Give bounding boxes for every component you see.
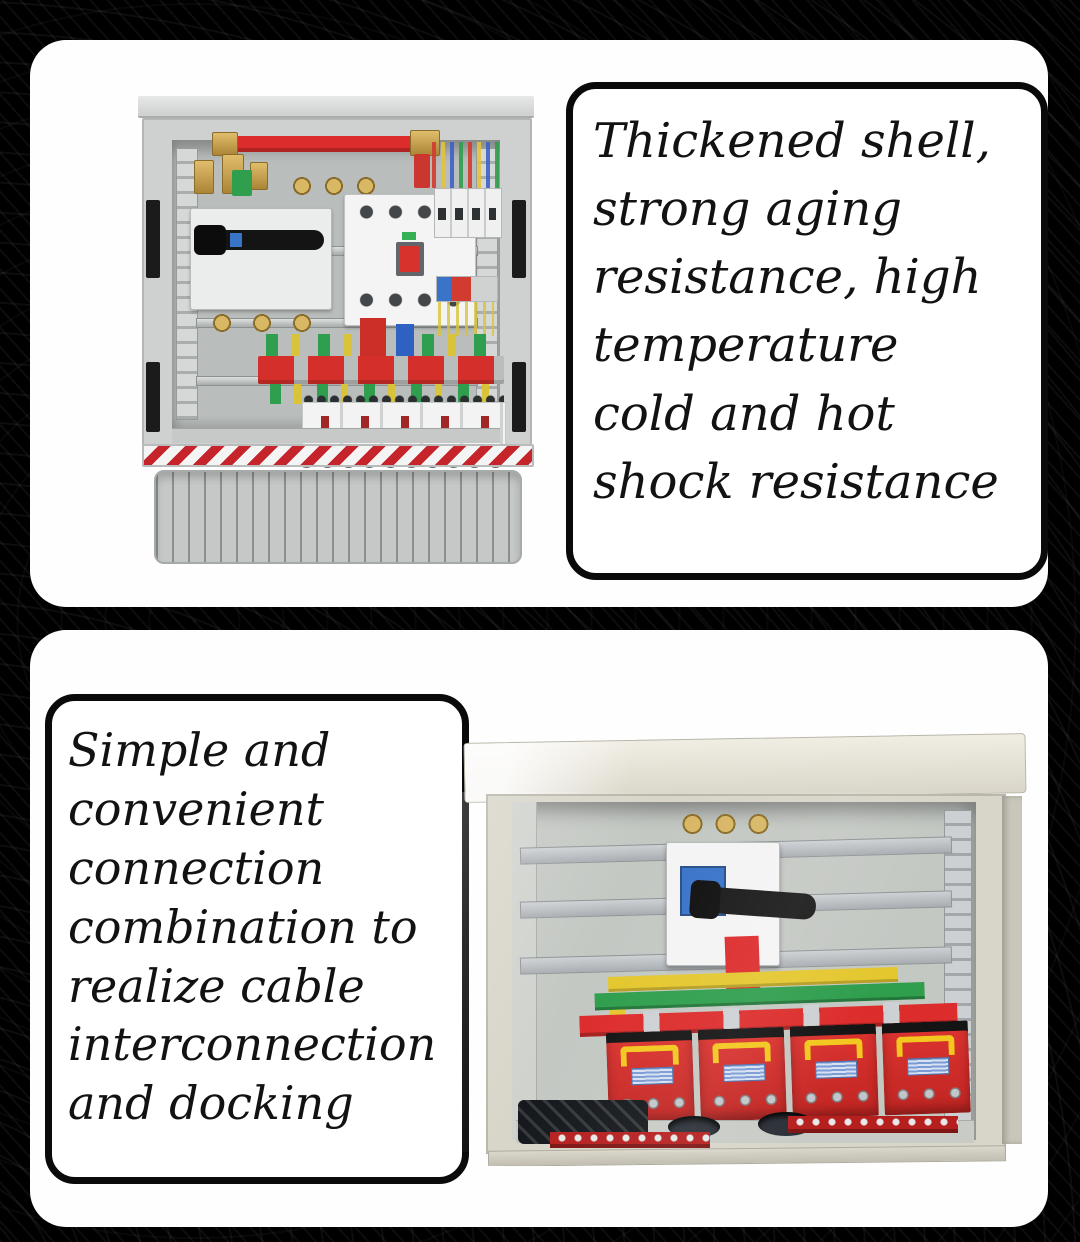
terminal-strip (788, 1116, 958, 1133)
wiring-harness (432, 142, 502, 188)
top-caption-text: Thickened shell, strong aging resistance… (593, 113, 999, 510)
breaker-red-button (396, 242, 424, 276)
terminal-strip (550, 1132, 710, 1148)
copper-terminal (212, 132, 238, 156)
copper-lug (194, 160, 214, 194)
top-panel: Thickened shell, strong aging resistance… (30, 40, 1048, 607)
green-connector (232, 170, 252, 196)
terminal-blocks-row (258, 356, 504, 384)
yellow-wires (438, 302, 494, 336)
bottom-cabinet-photo (458, 696, 1044, 1166)
door-hinge (146, 200, 160, 278)
red-busbar (230, 136, 416, 152)
top-cabinet-photo (138, 96, 534, 571)
busbar-assembly (458, 696, 1044, 1166)
breaker-indicator (402, 232, 416, 240)
top-caption-box: Thickened shell, strong aging resistance… (566, 82, 1048, 580)
red-connector (360, 318, 386, 358)
switch-handle (194, 225, 324, 255)
switch-terminals (676, 804, 772, 844)
red-connector (414, 154, 430, 188)
fuse-module (697, 1026, 787, 1122)
cabinet-side-wall (1002, 796, 1022, 1144)
door-hinge (146, 362, 160, 432)
door-hinge (512, 362, 526, 432)
bottom-caption-box: Simple and convenient connection combina… (45, 694, 469, 1184)
blue-connector (396, 324, 414, 358)
bottom-panel: Simple and convenient connection combina… (30, 630, 1048, 1227)
plastic-wrap (518, 1100, 648, 1144)
door-hinge (512, 200, 526, 278)
copper-lug (250, 162, 268, 190)
switch-terminals (202, 310, 322, 336)
fuse-module (789, 1023, 879, 1119)
hazard-stripe (142, 444, 534, 467)
corrugated-cover (154, 470, 522, 564)
terminal-block (436, 276, 498, 302)
interior-shelf (172, 428, 500, 443)
bottom-caption-text: Simple and convenient connection combina… (68, 723, 437, 1131)
fuse-module (881, 1020, 971, 1116)
mini-breaker-toggles (438, 208, 496, 220)
changeover-switch (190, 208, 332, 310)
cabinet-roof (138, 96, 534, 118)
